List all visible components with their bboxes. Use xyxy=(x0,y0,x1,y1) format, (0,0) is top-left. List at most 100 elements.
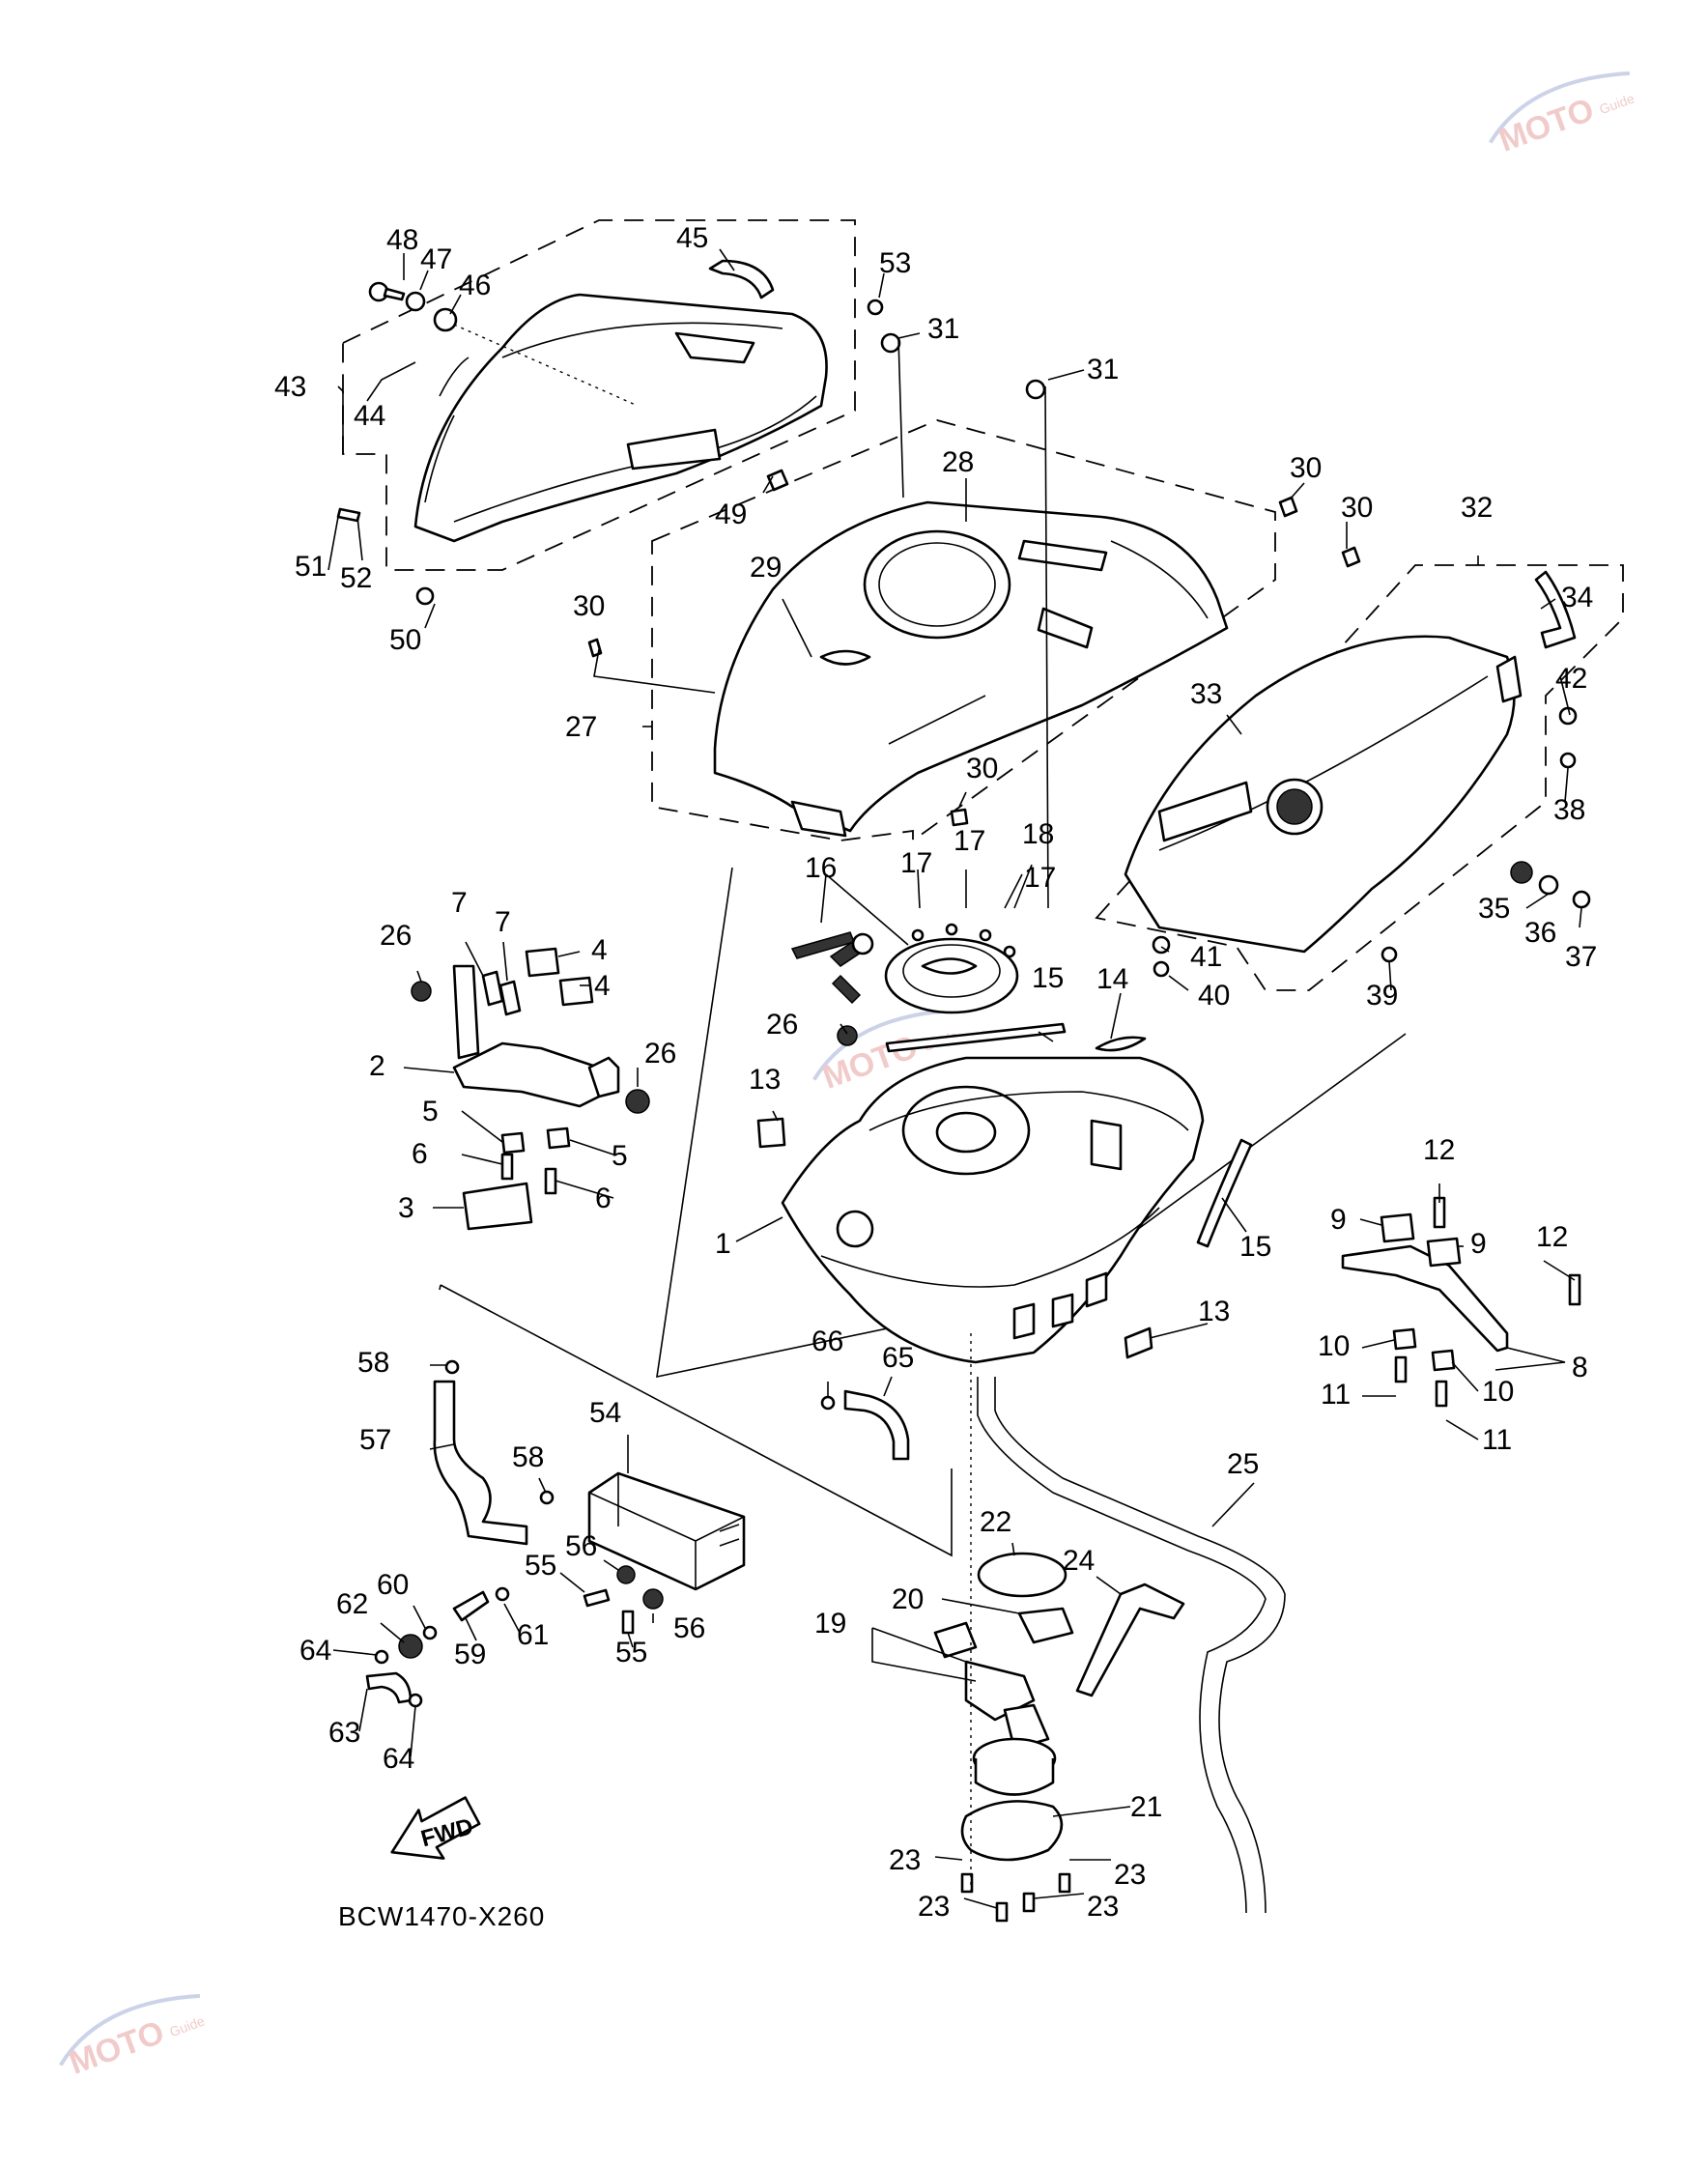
callout-11a: 11 xyxy=(1321,1379,1351,1411)
group-outline-32 xyxy=(1095,564,1624,991)
part-hose-45 xyxy=(708,259,775,299)
callout-40: 40 xyxy=(1198,980,1230,1012)
part-pad-13b xyxy=(1124,1326,1153,1359)
part-bolt-23c xyxy=(995,1901,1009,1923)
callout-62: 62 xyxy=(336,1588,368,1620)
part-grommet-50 xyxy=(415,586,435,606)
callout-60: 60 xyxy=(377,1569,409,1601)
callout-26c: 26 xyxy=(644,1038,676,1069)
callout-26a: 26 xyxy=(380,920,412,952)
part-clamp-64a xyxy=(374,1649,389,1665)
part-keys-16 xyxy=(790,931,874,1005)
callout-65: 65 xyxy=(882,1342,914,1374)
callout-23c: 23 xyxy=(918,1891,950,1923)
svg-text:Guide: Guide xyxy=(167,2012,207,2039)
callout-17b: 17 xyxy=(954,825,985,857)
callout-23b: 23 xyxy=(1114,1859,1146,1891)
callout-34: 34 xyxy=(1561,582,1593,613)
part-clamp-60 xyxy=(422,1625,438,1640)
callout-18: 18 xyxy=(1022,818,1054,850)
callout-22: 22 xyxy=(980,1506,1011,1538)
part-hose-63 xyxy=(365,1671,413,1704)
part-bolt-6b xyxy=(544,1167,557,1195)
callout-61: 61 xyxy=(517,1619,549,1651)
part-grommet-26b xyxy=(837,1025,858,1046)
callout-4b: 4 xyxy=(594,970,611,1002)
watermark-logo-bottom: MOTO Guide xyxy=(59,1993,207,2082)
part-shroud-top-43 xyxy=(413,293,828,543)
callout-23a: 23 xyxy=(889,1844,921,1876)
part-strip-34 xyxy=(1534,570,1577,649)
callout-64b: 64 xyxy=(383,1743,414,1775)
callout-9b: 9 xyxy=(1470,1228,1487,1260)
callout-43: 43 xyxy=(274,371,306,403)
fwd-arrow-icon: FWD xyxy=(390,1796,481,1860)
diagram-code: BCW1470-X260 xyxy=(338,1901,545,1931)
callout-55b: 55 xyxy=(615,1637,647,1668)
part-strip-15b xyxy=(1196,1138,1253,1248)
part-hose-24 xyxy=(1075,1582,1185,1697)
part-hose-25 xyxy=(977,1377,1286,1914)
part-collar-5b xyxy=(546,1126,571,1150)
callout-20: 20 xyxy=(892,1583,924,1615)
part-pad-13a xyxy=(756,1117,786,1149)
part-gasket-22 xyxy=(977,1552,1068,1598)
callout-23d: 23 xyxy=(1087,1891,1119,1923)
group-outline-1 xyxy=(656,867,1407,1379)
callout-55a: 55 xyxy=(525,1550,556,1582)
callout-37: 37 xyxy=(1565,941,1597,973)
callout-36: 36 xyxy=(1524,917,1556,949)
part-hose-65 xyxy=(843,1389,910,1461)
callout-8: 8 xyxy=(1572,1352,1588,1383)
callout-48: 48 xyxy=(386,224,418,256)
callout-6b: 6 xyxy=(595,1183,612,1214)
part-bolts-46-48 xyxy=(368,281,639,407)
callout-38: 38 xyxy=(1553,794,1585,826)
part-nut-30d xyxy=(950,808,969,827)
callout-54: 54 xyxy=(589,1397,621,1429)
part-clamp-66 xyxy=(820,1395,836,1411)
callout-10b: 10 xyxy=(1482,1376,1514,1408)
callout-30c: 30 xyxy=(573,590,605,622)
callout-30d: 30 xyxy=(966,753,998,784)
part-grommet-26a xyxy=(411,981,432,1002)
callout-19: 19 xyxy=(814,1608,846,1640)
part-hose-57 xyxy=(433,1380,528,1546)
callout-30a: 30 xyxy=(1290,452,1322,484)
callout-7b: 7 xyxy=(495,906,511,938)
callout-35: 35 xyxy=(1478,893,1510,925)
part-nut-30c xyxy=(587,638,603,658)
part-strip-15a xyxy=(885,1022,1067,1053)
callout-17c: 17 xyxy=(1024,862,1056,894)
part-bolt-7b xyxy=(498,980,522,1016)
part-bolt-23d xyxy=(1022,1892,1036,1913)
callout-44: 44 xyxy=(354,400,385,432)
part-bolt-31b xyxy=(1025,379,1046,400)
callout-52: 52 xyxy=(340,562,372,594)
callout-50: 50 xyxy=(389,624,421,656)
part-clamp-61 xyxy=(495,1586,510,1602)
callout-1: 1 xyxy=(715,1228,731,1260)
part-fasteners-35-42 xyxy=(1152,706,1591,978)
callout-47: 47 xyxy=(420,243,452,275)
callout-41: 41 xyxy=(1190,941,1222,973)
part-bolt-6a xyxy=(500,1153,514,1181)
part-collar-5a xyxy=(500,1131,526,1155)
part-fuel-tank-1 xyxy=(781,1056,1205,1364)
callout-5b: 5 xyxy=(612,1140,628,1172)
part-damper-9a xyxy=(1380,1212,1415,1243)
callout-labels: 48 47 46 45 53 31 31 43 44 49 51 52 50 2… xyxy=(274,222,1597,1923)
callout-51: 51 xyxy=(295,551,327,583)
callout-64a: 64 xyxy=(299,1635,331,1667)
part-fuel-cap-16 xyxy=(884,923,1019,1014)
part-fuel-pump-19 xyxy=(933,1607,1074,1796)
part-grommet-26c xyxy=(625,1089,650,1114)
callout-56b: 56 xyxy=(673,1612,705,1644)
part-bracket-8 xyxy=(1341,1244,1509,1353)
callout-58a: 58 xyxy=(357,1347,389,1379)
callout-53: 53 xyxy=(879,247,911,279)
part-bolt-11a xyxy=(1394,1355,1408,1383)
part-bolt-12b xyxy=(1568,1273,1581,1306)
part-clamp-58b xyxy=(539,1490,555,1505)
part-bracket-2 xyxy=(452,964,620,1108)
